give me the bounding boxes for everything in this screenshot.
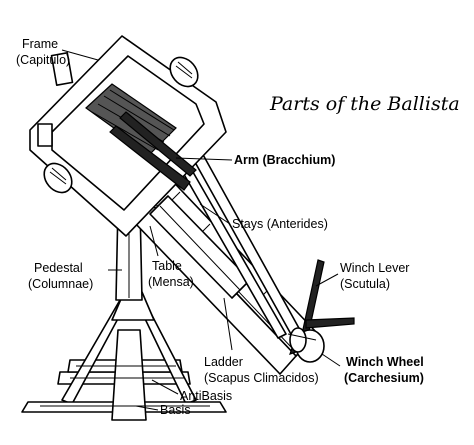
winch-lever-bar [305,317,355,329]
frame-leader [61,49,99,61]
frame-post [50,52,74,86]
winch-lever-label: Winch Lever [340,261,409,275]
ladder-leader [223,297,233,351]
winch-wheel-label-latin: (Carchesium) [344,371,424,385]
ladder-label-latin: (Scapus Climacidos) [204,371,319,385]
winch-assembly [287,259,355,363]
stays-leader [199,203,231,225]
arm-leader [175,157,233,161]
table-label: Table [152,259,182,273]
antibasis-label: AntiBasis [180,389,232,403]
basis-leader [135,405,159,411]
winch-lever-label-latin: (Scutula) [340,277,390,291]
winch-wheel-leader [321,353,341,367]
pedestal-label: Pedestal [34,261,83,275]
pedestal-label-latin: (Columnae) [28,277,93,291]
leader-lines [61,49,341,411]
diagram-title: Parts of the Ballista [269,93,460,115]
frame-label-latin: (Capitulo) [16,53,70,67]
frame-label: Frame [22,37,58,51]
basis-label: Basis [160,403,191,417]
ladder-label: Ladder [204,355,243,369]
table-label-latin: (Mensa) [148,275,194,289]
stays-label: Stays (Anterides) [232,217,328,231]
winch-lever-leader [315,273,339,287]
table-leader [149,225,159,257]
antibasis-leader [151,379,179,395]
arm-label: Arm (Bracchium) [234,153,335,167]
basis-post [111,329,147,421]
winch-wheel-label: Winch Wheel [346,355,424,369]
arm-bracchium [109,111,197,191]
frame-post-left [37,123,53,147]
